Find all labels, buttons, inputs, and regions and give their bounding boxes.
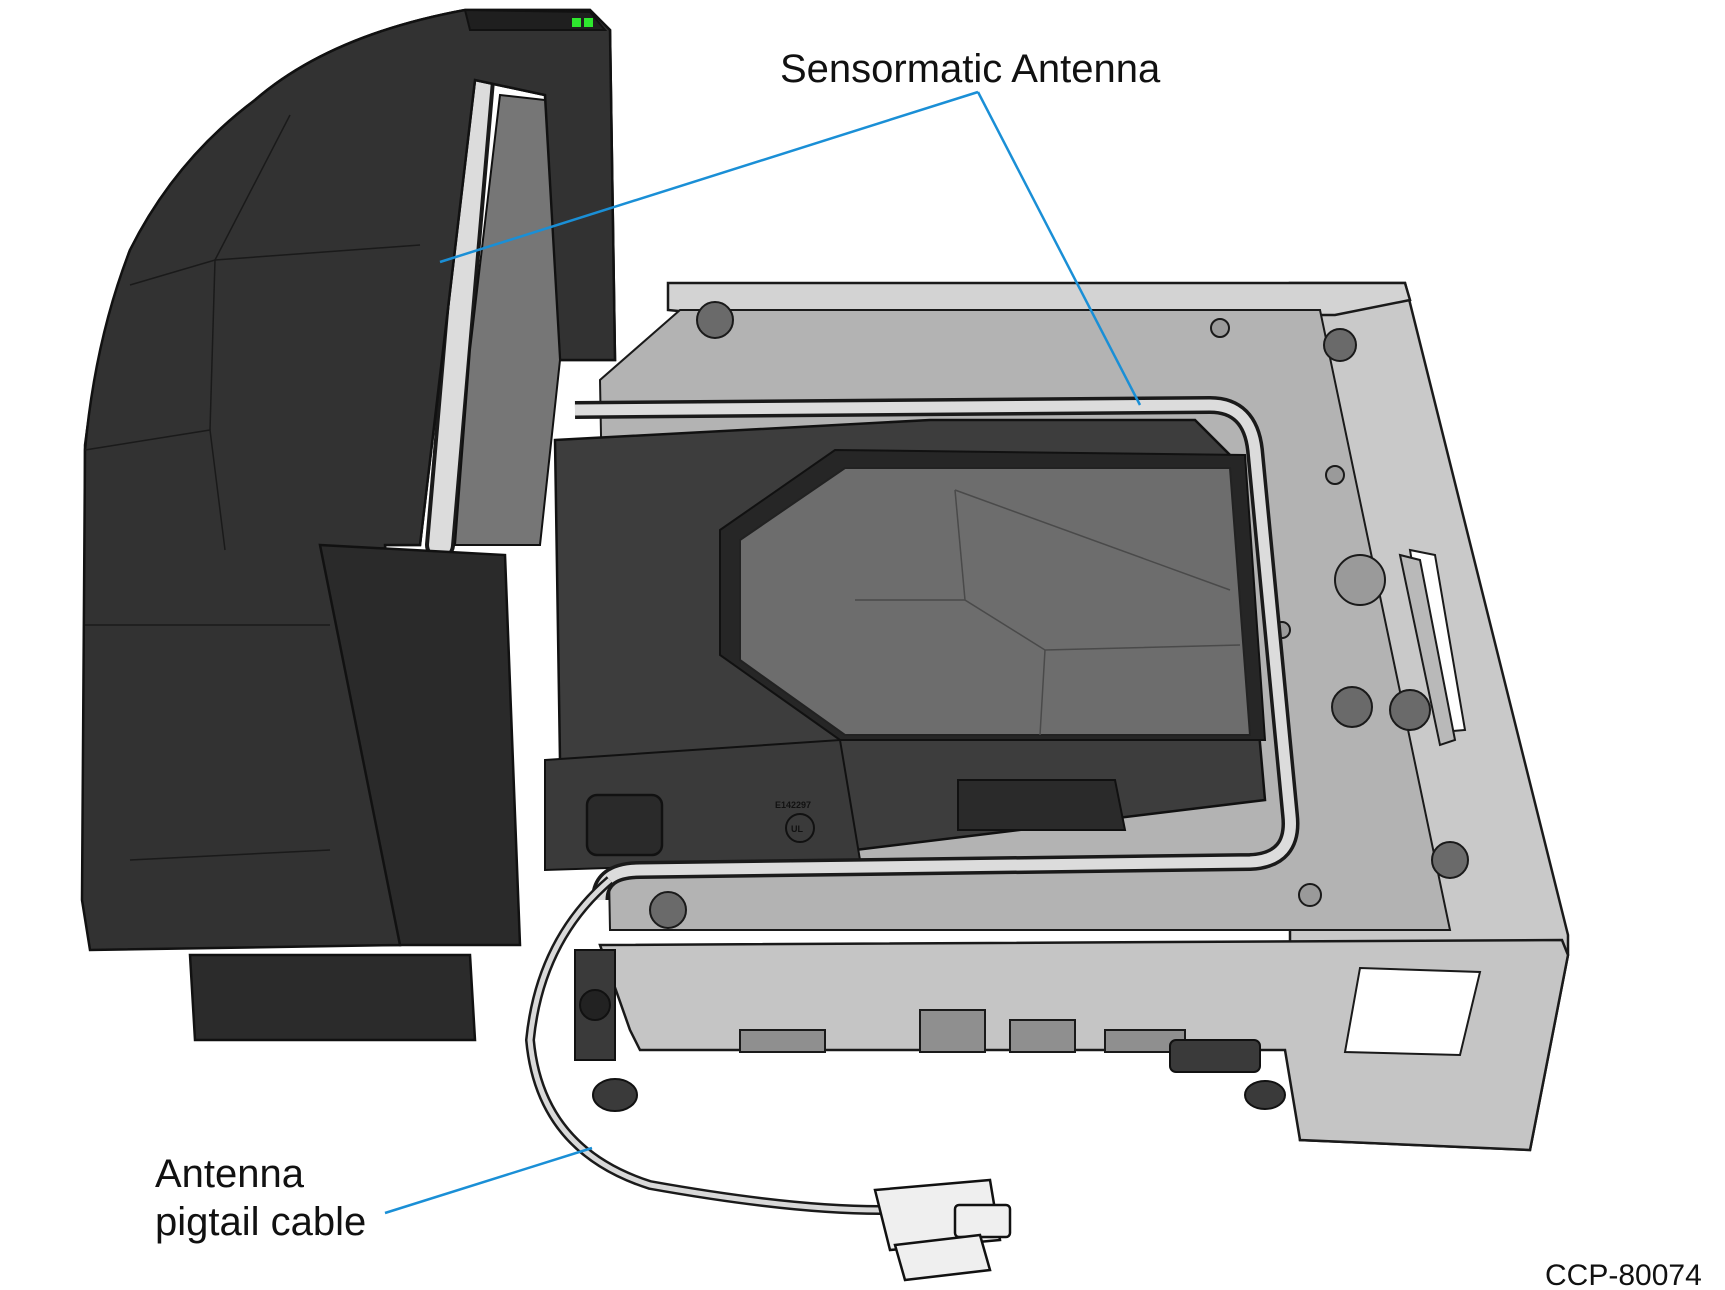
ul-mark xyxy=(785,813,815,843)
cable-callout-label-line2: pigtail cable xyxy=(155,1200,366,1244)
cable-callout-label-line1: Antenna xyxy=(155,1152,305,1196)
tower-facets xyxy=(84,114,421,861)
ul-mark-text: UL xyxy=(791,824,803,834)
scan-window-assembly xyxy=(553,418,1267,862)
pigtail-wire-inner xyxy=(527,878,881,1213)
connector-port xyxy=(585,793,664,857)
leader-antenna-upright xyxy=(439,90,979,264)
leader-antenna-loop xyxy=(976,91,1142,406)
leader-pigtail xyxy=(384,1146,593,1215)
scanner-tower xyxy=(80,8,617,1042)
tray-side-bracket xyxy=(1398,553,1457,747)
status-led-2 xyxy=(584,18,593,27)
tray-back-rim xyxy=(666,281,1412,317)
antenna-loop-inner xyxy=(574,399,1296,901)
figure-code: CCP-80074 xyxy=(1545,1259,1702,1290)
control-area: UL E142297 xyxy=(544,738,862,872)
tower-front-panel xyxy=(318,543,522,947)
tower-body xyxy=(80,8,617,952)
tray-screws xyxy=(649,301,1469,929)
scan-window-lower-pad xyxy=(957,779,1127,831)
tray-front-slots xyxy=(739,1009,1186,1053)
pigtail-connector xyxy=(873,1178,1012,1282)
tray-cutout xyxy=(1343,966,1482,1057)
sensormatic-antenna xyxy=(425,65,1300,901)
cable-standoff xyxy=(574,949,616,1061)
antenna-upright-inner xyxy=(429,69,491,556)
glass-facets xyxy=(855,489,1241,736)
tray-feet xyxy=(592,1039,1286,1112)
approval-code: E142297 xyxy=(775,800,811,810)
status-led-1 xyxy=(572,18,581,27)
tower-base xyxy=(188,953,477,1042)
antenna-callout-label: Sensormatic Antenna xyxy=(780,47,1161,91)
vertical-window xyxy=(453,93,562,546)
scan-window-glass xyxy=(739,467,1252,736)
tower-top-cap xyxy=(463,8,608,31)
antenna-pigtail-cable xyxy=(524,876,1012,1282)
tray-front-lip xyxy=(598,938,1570,1152)
leader-lines xyxy=(384,90,1142,1215)
